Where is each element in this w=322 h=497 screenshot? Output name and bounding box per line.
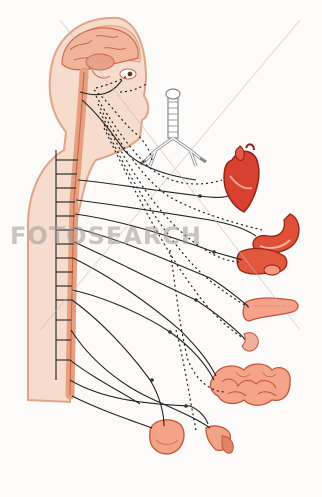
kidney [242,333,258,351]
bladder [150,420,184,454]
stomach [253,214,299,253]
genitals [206,426,233,453]
heart [224,144,259,212]
eye [120,69,136,79]
watermark-text: FOTOSEARCH [10,222,202,250]
intestines [211,364,291,405]
